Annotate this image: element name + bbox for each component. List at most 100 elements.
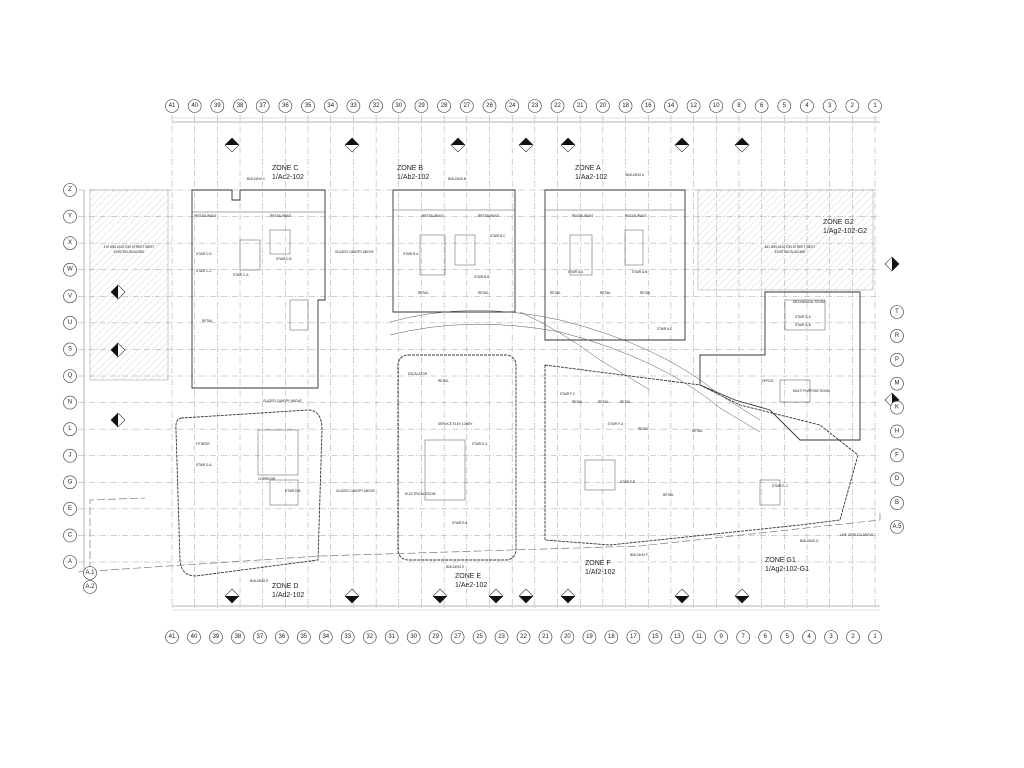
- grid-bubble-label: 41: [169, 634, 176, 640]
- section-marker: [674, 588, 690, 604]
- grid-bubble-label: 25: [476, 634, 483, 640]
- grid-bubble-label: 28: [441, 103, 448, 109]
- zone-name: ZONE D: [272, 583, 298, 590]
- grid-bubble-label: 18: [608, 634, 615, 640]
- grid-bubble-label: Q: [68, 373, 73, 379]
- zone-ref: 1/Ac2-102: [272, 174, 304, 181]
- grid-bubble-top: 27: [460, 99, 474, 113]
- grid-bubble-top: 14: [664, 99, 678, 113]
- grid-bubble-left: A: [63, 555, 77, 569]
- room-labels: RESTAURANT RESTAURANT RETAIL RESTAURANT …: [195, 214, 874, 537]
- grid-bubble-top: 5: [777, 99, 792, 113]
- grid-bubble-label: Z: [68, 187, 72, 193]
- grid-bubble-label: 15: [652, 634, 659, 640]
- grid-bubble-bottom: 5: [780, 630, 794, 644]
- grid-bubble-label: 38: [235, 634, 242, 640]
- grid-bubble-label: 20: [564, 634, 571, 640]
- grid-bubble-label: 36: [282, 103, 289, 109]
- grid-bubble-left: W: [63, 262, 77, 277]
- grid-bubble-top: 35: [301, 99, 315, 113]
- room-retail-c: RETAIL: [202, 319, 213, 323]
- grid-bubble-top: 20: [596, 99, 610, 113]
- grid-bubble-label: 34: [322, 634, 329, 640]
- grid-bubble-label: 24: [509, 103, 516, 109]
- grid-bubble-top: 26: [482, 99, 497, 113]
- grid-bubble-bottom: 15: [648, 630, 663, 644]
- section-marker: [432, 588, 448, 604]
- grid-bubble-label: 23: [531, 103, 538, 109]
- zone-ref: 1/Af2-102: [585, 569, 615, 576]
- grid-bubble-label: 22: [520, 634, 527, 640]
- grid-bubble-bottom: 17: [626, 630, 641, 644]
- grid-bubble-label: 39: [214, 103, 221, 109]
- zone-ref: 1/Ag2-102-G1: [765, 566, 809, 573]
- grid-bubble-label: U: [68, 320, 72, 326]
- grid-bubble-top: 22: [550, 99, 565, 113]
- zone-c-title: ZONE C 1/Ac2-102 BUILDING C: [247, 165, 304, 181]
- section-marker: [344, 137, 360, 153]
- section-markers: [110, 137, 900, 604]
- grid-bubble-top: 21: [573, 99, 587, 113]
- grid-bubble-bottom: 29: [428, 630, 443, 644]
- grid-bubble-bottom: 36: [275, 630, 289, 644]
- zone-name: ZONE C: [272, 165, 298, 172]
- grid-bubble-label: 13: [674, 634, 681, 640]
- room-escalator: ESCALATOR: [408, 372, 428, 376]
- building-d-outline: [175, 409, 323, 577]
- grid-bubble-label: 30: [410, 634, 417, 640]
- note-line-above: LINE OF BLDG ABOVE: [840, 533, 874, 537]
- section-marker: [518, 137, 534, 153]
- grid-bubble-top: 24: [505, 99, 519, 113]
- stair-label: STAIR C-D: [196, 252, 212, 256]
- grid-bubble-top: 23: [528, 99, 542, 113]
- grid-bubble-bottom: 41: [165, 630, 179, 644]
- room-multi-purpose: MULTI PURPOSE ROOM: [793, 389, 830, 393]
- grid-bubble-left: E: [63, 502, 77, 516]
- grid-bubble-label: 1: [873, 634, 877, 640]
- grid-bubble-label: S: [68, 346, 72, 352]
- note-canopy-3: GLAZED CANOPY ABOVE: [336, 489, 375, 493]
- zone-f-title: ZONE F 1/Af2-102 BUILDING F: [585, 553, 648, 576]
- grid-bubble-label: 3: [828, 103, 832, 109]
- grid-bubble-bottom: 18: [604, 630, 619, 644]
- grid-bubble-label: 7: [742, 634, 746, 640]
- grid-bubble-label: 16: [645, 103, 652, 109]
- section-marker: [674, 137, 690, 153]
- grid-bubble-label: 17: [630, 634, 637, 640]
- zone-b-title: ZONE B 1/Ab2-102 BUILDING B: [397, 165, 466, 181]
- grid-bubble-label: 14: [668, 103, 675, 109]
- stair-label: STAIR F-B: [620, 480, 635, 484]
- stair-label: STAIR B-C: [490, 234, 506, 238]
- grid-bubble-bottom: 25: [472, 630, 487, 644]
- grid-bubble-label: A.5: [892, 524, 902, 530]
- room-retail-a2: RETAIL: [600, 291, 611, 295]
- room-electrical: ELECTRICAL ROOM: [405, 492, 436, 496]
- grid-bubble-label: 2: [851, 103, 855, 109]
- stair-label: STAIR C-A: [233, 273, 249, 277]
- grid-bubble-label: A.2: [85, 584, 95, 590]
- grid-bubble-top: 32: [369, 99, 383, 113]
- zone-building: BUILDING A: [626, 173, 645, 177]
- building-e-outline: [397, 354, 517, 561]
- grid-bubble-label: 18: [622, 103, 629, 109]
- grid-bubble-bottom: 35: [297, 630, 311, 644]
- grid-bubble-left: A.1: [83, 566, 97, 580]
- section-marker: [488, 588, 504, 604]
- building-c-outline: [191, 189, 326, 389]
- existing-left-line2: EXISTING BUILDING: [114, 250, 145, 254]
- room-service-elev: SERVICE ELEV LOBBY: [438, 422, 473, 426]
- room-retail-b2: RETAIL: [478, 291, 489, 295]
- building-b-outline: [392, 189, 516, 313]
- grid-bubble-right: F: [890, 448, 904, 463]
- grid-bubble-label: 33: [344, 634, 351, 640]
- grid-bubble-label: F: [895, 452, 899, 458]
- zone-building: BUILDING D: [250, 579, 269, 583]
- grid-bubble-top: 30: [391, 99, 406, 113]
- glazed-canopy-curve: [389, 310, 761, 433]
- section-marker: [450, 137, 466, 153]
- grid-bubble-top: 8: [732, 99, 746, 113]
- grid-bubble-top: 29: [414, 99, 429, 113]
- grid-bubble-top: 18: [618, 99, 633, 113]
- grid-bubble-label: 40: [191, 634, 198, 640]
